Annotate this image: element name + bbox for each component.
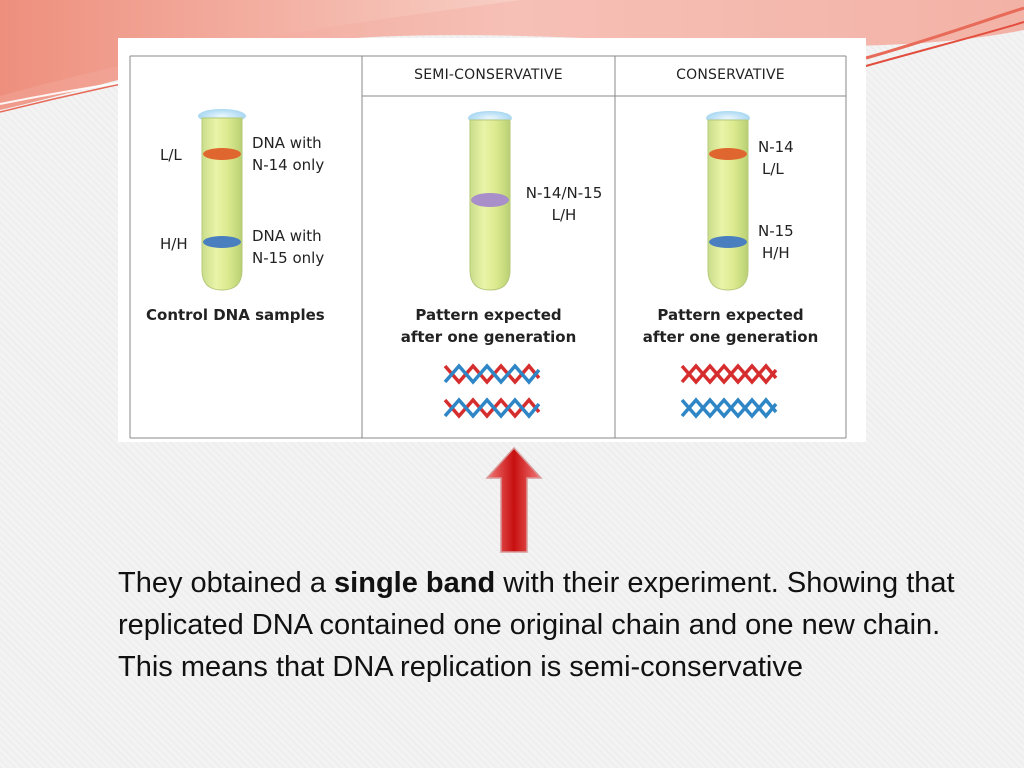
control-top-band — [203, 148, 241, 160]
cons-top-band — [709, 148, 747, 160]
cons-tube — [706, 111, 750, 291]
semi-caption-2: after one generation — [400, 328, 577, 346]
slide-caption: They obtained a single band with their e… — [118, 562, 998, 688]
control-bottom-desc-1: DNA with — [252, 227, 322, 245]
cons-top-label-2: L/L — [762, 160, 784, 178]
control-caption: Control DNA samples — [146, 306, 325, 324]
semi-band-label-2: L/H — [551, 206, 577, 224]
cons-bottom-label-2: H/H — [762, 244, 790, 262]
up-arrow-icon — [485, 446, 543, 553]
table-grid — [129, 55, 847, 439]
figure-drawing — [129, 55, 847, 439]
control-bottom-code: H/H — [160, 235, 188, 253]
semi-band-label-1: N-14/N-15 — [525, 184, 603, 202]
semi-caption-1: Pattern expected — [415, 306, 562, 324]
control-top-desc-2: N-14 only — [252, 156, 325, 174]
header-semi-conservative: SEMI-CONSERVATIVE — [414, 67, 563, 83]
semi-helix-1 — [443, 363, 541, 385]
cons-caption-2: after one generation — [642, 328, 819, 346]
control-top-desc-1: DNA with — [252, 134, 322, 152]
cons-helix-1 — [680, 363, 778, 385]
control-bottom-band — [203, 236, 241, 248]
semi-tube — [468, 111, 512, 291]
control-tube — [198, 109, 246, 291]
cons-helix-2 — [680, 397, 778, 419]
caption-after: with their experiment. Showing that repl… — [118, 567, 955, 683]
header-conservative: CONSERVATIVE — [676, 67, 785, 83]
meselson-stahl-figure: SEMI-CONSERVATIVE CONSERVATIVE L/L DNA w… — [118, 38, 866, 442]
semi-hybrid-band — [471, 193, 509, 207]
control-bottom-desc-2: N-15 only — [252, 249, 325, 267]
cons-caption-1: Pattern expected — [657, 306, 804, 324]
cons-top-label-1: N-14 — [758, 138, 794, 156]
cons-bottom-band — [709, 236, 747, 248]
control-top-code: L/L — [160, 146, 182, 164]
semi-helix-2 — [443, 397, 541, 419]
caption-emphasis: single band — [334, 567, 496, 599]
caption-before: They obtained a — [118, 567, 335, 599]
cons-bottom-label-1: N-15 — [758, 222, 794, 240]
